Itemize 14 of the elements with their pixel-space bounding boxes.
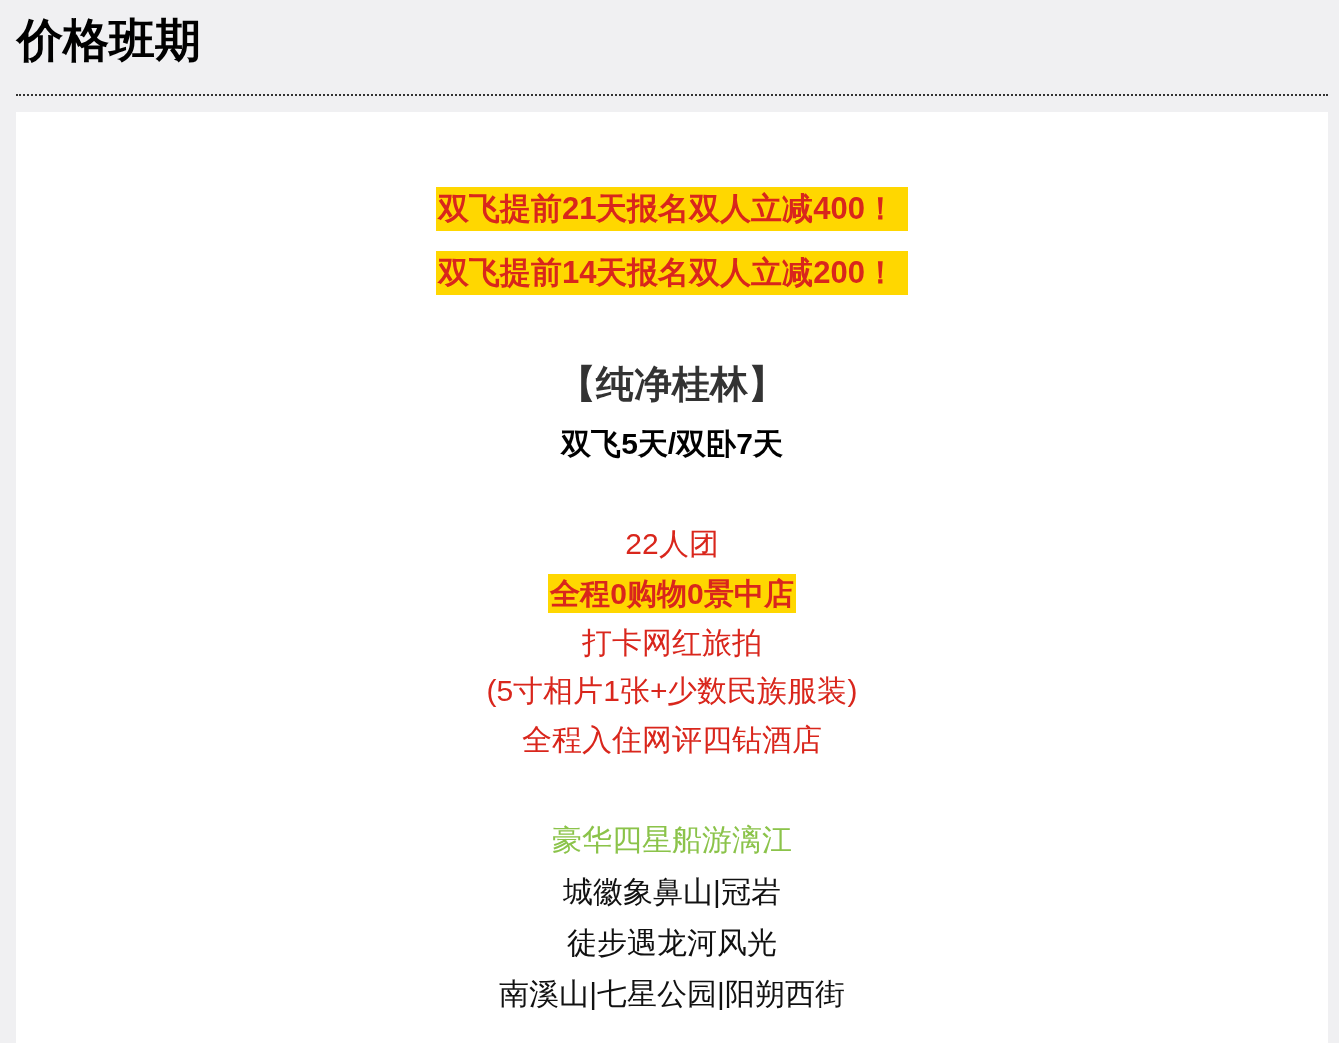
- highlighted-text: 双飞提前14天报名双人立减200！: [435, 250, 909, 295]
- itinerary-text: 徒步遇龙河风光: [567, 924, 777, 961]
- itinerary-text: 城徽象鼻山|冠岩: [563, 873, 781, 910]
- feature-text: 22人团: [625, 525, 719, 562]
- feature-text: (5寸相片1张+少数民族服装): [486, 672, 858, 709]
- page-title: 价格班期: [17, 13, 201, 68]
- subtitle-text: 双飞5天/双卧7天: [561, 425, 783, 462]
- highlighted-text: 双飞提前21天报名双人立减400！: [435, 186, 909, 231]
- highlighted-text: 全程0购物0景中店: [548, 573, 796, 613]
- feature-text: 豪华四星船游漓江: [552, 821, 792, 858]
- section-heading: 【纯净桂林】: [558, 362, 786, 408]
- feature-text: 全程入住网评四钻酒店: [522, 721, 822, 758]
- feature-text: 打卡网红旅拍: [582, 624, 762, 661]
- itinerary-text: 南溪山|七星公园|阳朔西街: [499, 975, 845, 1012]
